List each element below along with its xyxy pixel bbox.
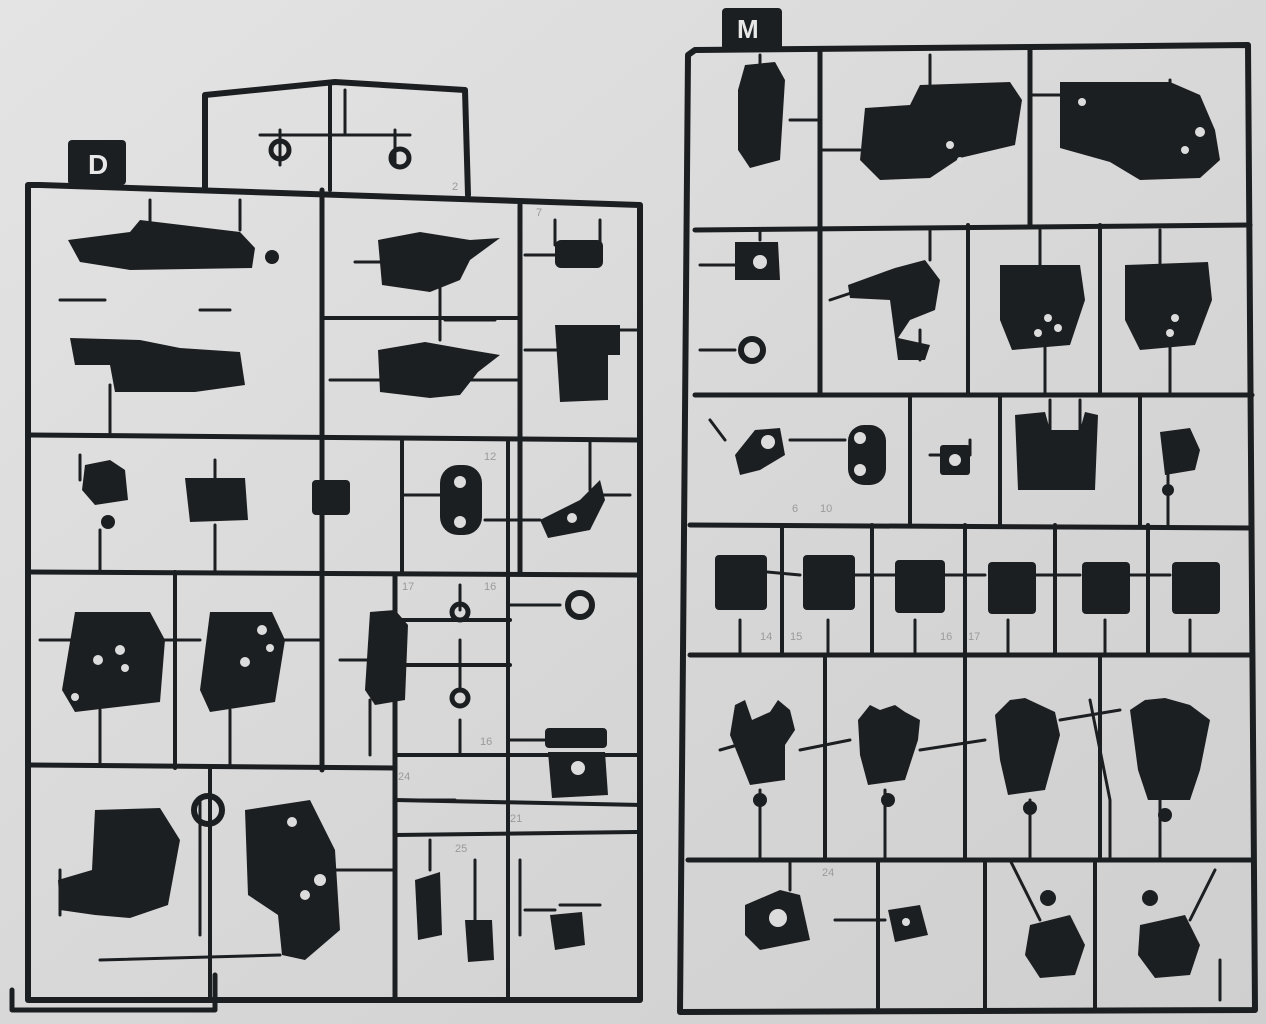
svg-text:24: 24 [398,771,410,783]
svg-text:24: 24 [822,867,834,879]
armor-panel [58,808,180,918]
svg-text:16: 16 [940,631,952,643]
sprue-m-tag [722,8,782,50]
svg-text:17: 17 [968,631,980,643]
svg-text:17: 17 [402,581,414,593]
armor-panel [860,82,1022,180]
sprue-m-frame [677,42,1258,1015]
svg-text:6: 6 [792,503,798,515]
svg-text:7: 7 [536,207,542,219]
sprue-d-holes [71,476,585,900]
sprue-d-frame [25,182,643,1003]
hand-part [1130,698,1210,800]
hand-part [858,705,920,785]
sprue-m-numbers: 6 10 14 15 16 17 24 [760,503,980,879]
sprue-d-tag-label: D [88,149,108,180]
svg-text:14: 14 [760,631,772,643]
sprue-m-parts: M [715,8,1220,978]
armor-panel [1000,265,1085,350]
sprue-d-numbers: 2 7 12 17 16 16 24 25 21 [398,181,542,855]
svg-text:16: 16 [484,581,496,593]
svg-text:16: 16 [480,736,492,748]
svg-text:10: 10 [820,503,832,515]
svg-text:21: 21 [510,813,522,825]
armor-panel [1125,262,1212,350]
armor-panel [62,612,165,712]
sprue-d-parts: D [58,138,620,962]
svg-text:12: 12 [484,451,496,463]
sprue-m [677,42,1258,1015]
sprue-m-holes [753,98,1205,927]
armor-panel [1060,82,1220,180]
sprue-m-tag-label: M [737,14,759,44]
svg-text:25: 25 [455,843,467,855]
armor-panel [245,800,340,960]
hand-part [995,698,1060,795]
sprue-d-tag [68,140,126,185]
svg-text:2: 2 [452,181,458,193]
sprue-d-handle [202,79,471,198]
svg-text:15: 15 [790,631,802,643]
hand-part [730,700,795,785]
